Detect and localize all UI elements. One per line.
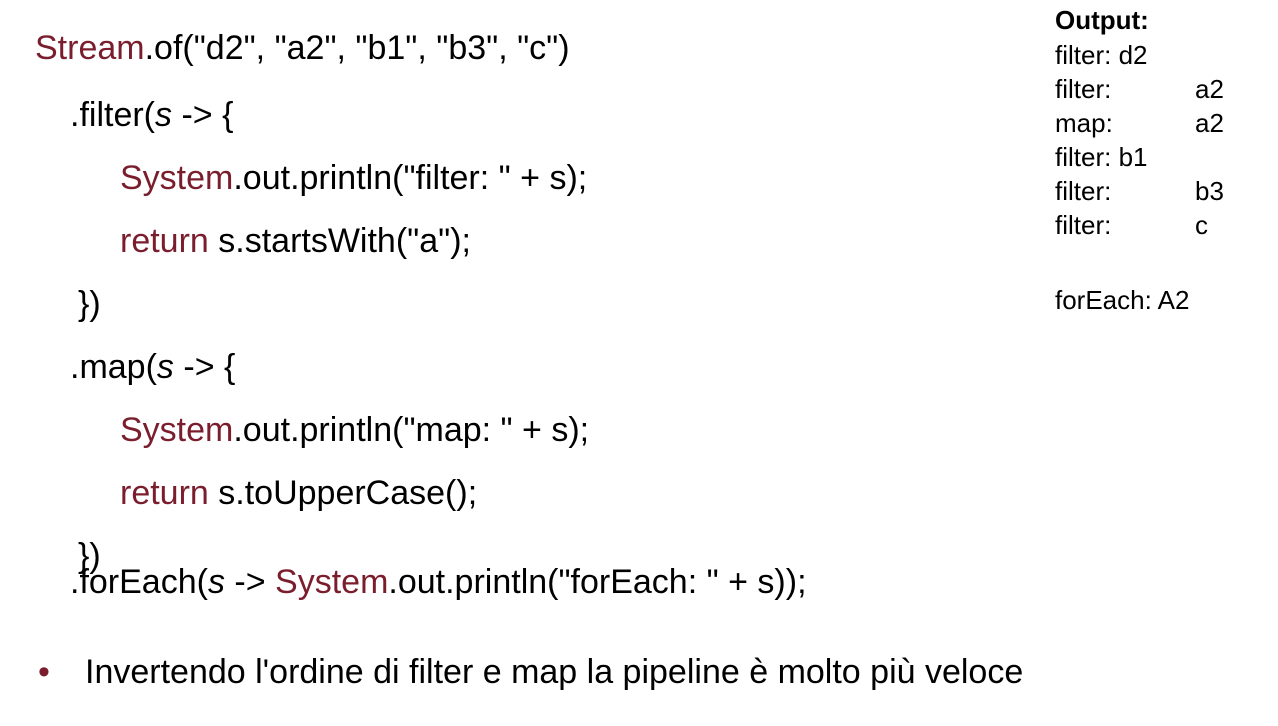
output-value: c	[1195, 210, 1208, 240]
output-label: filter: b1	[1055, 142, 1148, 172]
output-line: filter: d2	[1055, 40, 1255, 70]
code-text: -> {	[172, 96, 234, 134]
output-line: filter: b3	[1055, 176, 1255, 206]
code-line-4: return s.startsWith("a");	[120, 221, 471, 261]
code-class-system: System	[120, 411, 234, 449]
bullet-text: Invertendo l'ordine di filter e map la p…	[85, 653, 1024, 691]
code-class-system: System	[120, 159, 234, 197]
code-line-7: System.out.println("map: " + s);	[120, 410, 589, 450]
code-text: .of("d2", "a2", "b1", "b3", "c")	[144, 29, 570, 67]
output-value: a2	[1195, 108, 1224, 138]
code-text: })	[78, 285, 101, 323]
output-line: filter: c	[1055, 210, 1255, 240]
code-param: s	[155, 96, 172, 134]
code-text: .out.println("filter: " + s);	[233, 159, 588, 197]
code-line-10: .forEach(s -> System.out.println("forEac…	[70, 562, 807, 602]
code-text: .map(	[70, 348, 157, 386]
code-line-1: Stream.of("d2", "a2", "b1", "b3", "c")	[35, 28, 570, 68]
output-line: filter: b1	[1055, 142, 1255, 172]
output-line: map: a2	[1055, 108, 1255, 138]
output-label: forEach: A2	[1055, 285, 1190, 315]
code-text: .out.println("forEach: " + s));	[388, 563, 807, 601]
code-text: })	[78, 537, 101, 575]
output-label: map:	[1055, 108, 1113, 138]
output-label: filter:	[1055, 74, 1112, 104]
output-line: filter: a2	[1055, 74, 1255, 104]
code-class-system: System	[275, 563, 389, 601]
code-text: .filter(	[70, 96, 155, 134]
output-line: forEach: A2	[1055, 285, 1255, 315]
output-label: filter: d2	[1055, 40, 1148, 70]
code-keyword-return: return	[120, 222, 209, 260]
code-line-8: return s.toUpperCase();	[120, 473, 477, 513]
code-text: ->	[224, 563, 276, 601]
code-param: s	[156, 348, 174, 386]
code-text: .out.println("map: " + s);	[233, 411, 590, 449]
output-value: b3	[1195, 176, 1224, 206]
code-text: .forEach(	[70, 563, 208, 601]
code-line-3: System.out.println("filter: " + s);	[120, 158, 587, 198]
code-line-6: .map(s -> {	[70, 347, 235, 387]
code-keyword-return: return	[120, 474, 209, 512]
code-text: s.toUpperCase();	[208, 474, 478, 512]
output-value: a2	[1195, 74, 1224, 104]
code-line-5: })	[78, 284, 101, 324]
code-line-2: .filter(s -> {	[70, 95, 233, 135]
code-class-stream: Stream	[35, 29, 145, 67]
code-text: s.startsWith("a");	[208, 222, 471, 260]
code-param: s	[207, 563, 225, 601]
output-label: filter:	[1055, 210, 1112, 240]
output-title: Output:	[1055, 5, 1149, 35]
code-line-9: })	[78, 536, 101, 576]
bullet-dot: •	[38, 653, 50, 691]
code-text: -> {	[173, 348, 236, 386]
output-label: filter:	[1055, 176, 1112, 206]
